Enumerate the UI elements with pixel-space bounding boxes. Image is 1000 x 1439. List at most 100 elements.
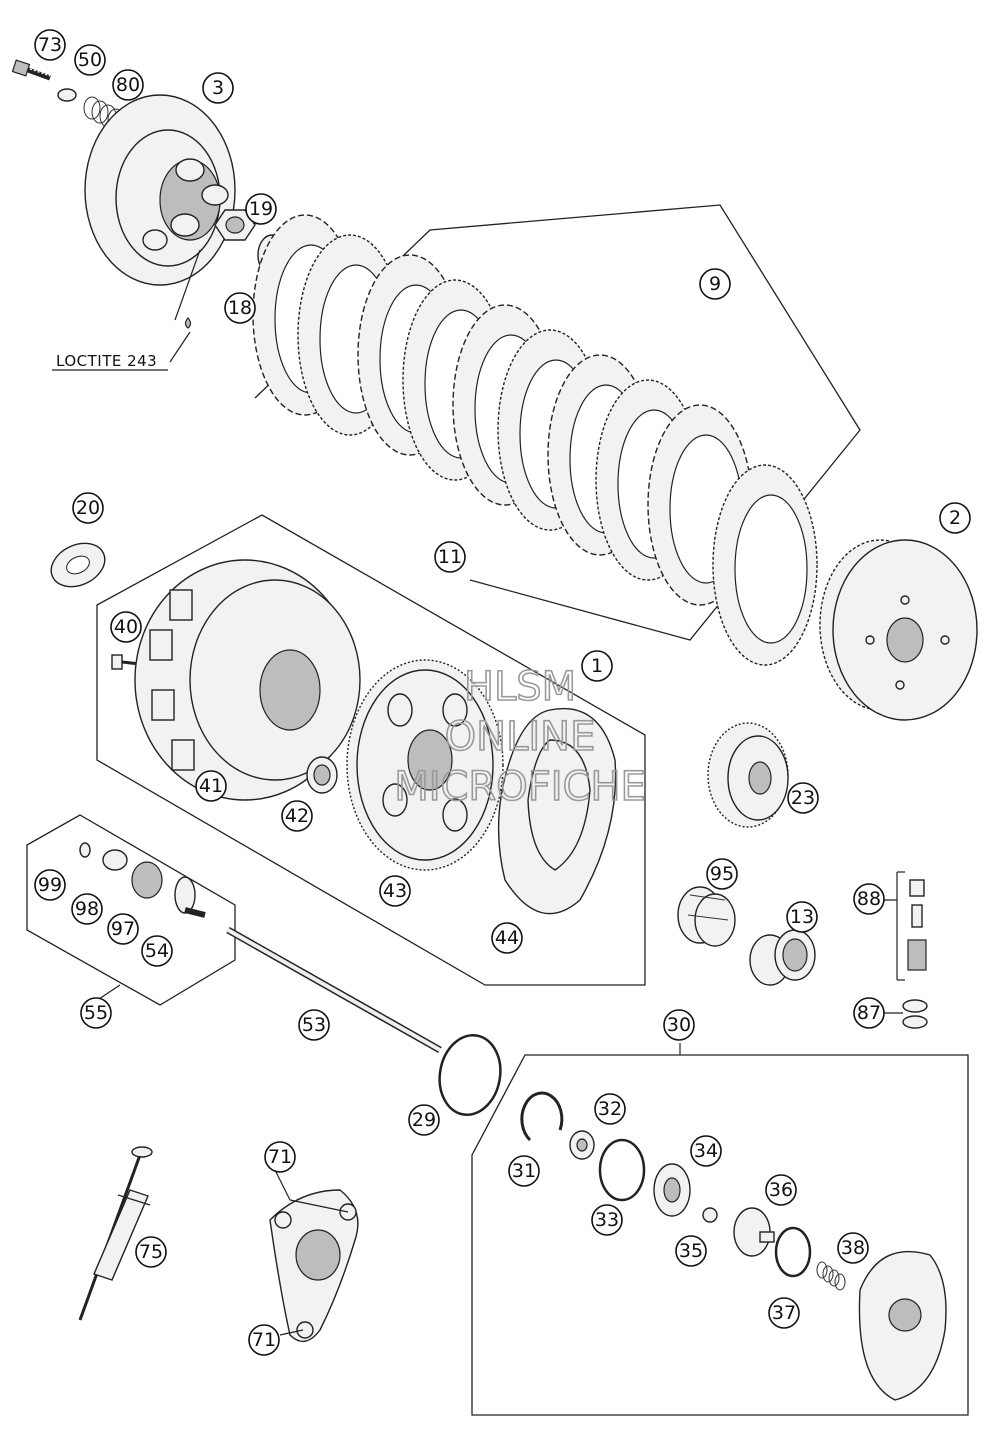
callout-37: 37 bbox=[768, 1297, 800, 1329]
callout-number: 18 bbox=[228, 297, 252, 319]
thrust-washer-part bbox=[50, 542, 106, 588]
callout-number: 44 bbox=[495, 927, 519, 949]
callout-number: 9 bbox=[709, 273, 721, 295]
callout-33: 33 bbox=[591, 1204, 623, 1236]
clutch-hub-part bbox=[819, 539, 978, 721]
callout-80: 80 bbox=[112, 69, 144, 101]
callout-53: 53 bbox=[298, 1009, 330, 1041]
callout-38: 38 bbox=[837, 1232, 869, 1264]
callout-number: 40 bbox=[114, 616, 138, 638]
bleed-valve-part bbox=[896, 871, 927, 981]
callout-number: 73 bbox=[38, 34, 62, 56]
callout-11: 11 bbox=[434, 541, 466, 573]
callout-number: 54 bbox=[145, 940, 169, 962]
loctite-drop-icon bbox=[184, 317, 192, 329]
callout-44: 44 bbox=[491, 922, 523, 954]
callout-number: 37 bbox=[772, 1302, 796, 1324]
callout-98: 98 bbox=[71, 893, 103, 925]
callout-29: 29 bbox=[408, 1104, 440, 1136]
slave-cylinder-frame bbox=[471, 1054, 969, 1416]
callout-number: 95 bbox=[710, 863, 734, 885]
callout-number: 1 bbox=[591, 655, 603, 677]
callout-number: 3 bbox=[212, 77, 224, 99]
callout-number: 33 bbox=[595, 1209, 619, 1231]
callout-number: 71 bbox=[268, 1146, 292, 1168]
sealing-rings-part bbox=[902, 999, 928, 1029]
callout-number: 19 bbox=[249, 198, 273, 220]
callout-97: 97 bbox=[107, 913, 139, 945]
callout-40: 40 bbox=[110, 611, 142, 643]
watermark-line-2: ONLINE bbox=[445, 714, 596, 760]
callout-43: 43 bbox=[379, 875, 411, 907]
syringe-part bbox=[78, 1146, 153, 1321]
push-rod-kit-frame bbox=[26, 814, 236, 1006]
callout-13: 13 bbox=[786, 901, 818, 933]
callout-20: 20 bbox=[72, 492, 104, 524]
o-ring-part bbox=[438, 1034, 502, 1116]
callout-42: 42 bbox=[281, 800, 313, 832]
callout-30: 30 bbox=[663, 1009, 695, 1041]
bolt-part bbox=[11, 59, 51, 81]
push-rod-kit-parts bbox=[79, 842, 206, 918]
callout-1: 1 bbox=[581, 650, 613, 682]
watermark: HLSM ONLINE MICROFICHE bbox=[393, 663, 646, 811]
callout-number: 99 bbox=[38, 874, 62, 896]
callout-number: 34 bbox=[694, 1140, 718, 1162]
primary-gear-part bbox=[346, 659, 504, 871]
callout-31: 31 bbox=[508, 1155, 540, 1187]
callout-number: 31 bbox=[512, 1160, 536, 1182]
clutch-cover-part bbox=[269, 1189, 359, 1343]
callout-35: 35 bbox=[675, 1235, 707, 1267]
callout-number: 75 bbox=[139, 1241, 163, 1263]
callout-number: 87 bbox=[857, 1002, 881, 1024]
washer-part bbox=[57, 88, 77, 102]
callout-95: 95 bbox=[706, 858, 738, 890]
callout-number: 53 bbox=[302, 1014, 326, 1036]
callout-87: 87 bbox=[853, 997, 885, 1029]
callout-number: 55 bbox=[84, 1002, 108, 1024]
callout-number: 20 bbox=[76, 497, 100, 519]
callout-number: 97 bbox=[111, 918, 135, 940]
callout-number: 32 bbox=[598, 1098, 622, 1120]
callout-50: 50 bbox=[74, 44, 106, 76]
callout-number: 2 bbox=[949, 507, 961, 529]
gasket-part bbox=[497, 707, 617, 915]
callout-number: 38 bbox=[841, 1237, 865, 1259]
watermark-line-3: MICROFICHE bbox=[394, 764, 646, 810]
callout-18: 18 bbox=[224, 292, 256, 324]
push-rod-part bbox=[226, 926, 442, 1054]
callout-number: 35 bbox=[679, 1240, 703, 1262]
outer-basket-frame bbox=[96, 514, 646, 986]
pressure-plate-part bbox=[84, 94, 236, 286]
callout-34: 34 bbox=[690, 1135, 722, 1167]
callout-9: 9 bbox=[699, 268, 731, 300]
clutch-disc bbox=[712, 464, 818, 666]
watermark-line-1: HLSM bbox=[464, 664, 576, 710]
callout-number: 41 bbox=[199, 775, 223, 797]
sleeve-part bbox=[749, 929, 816, 986]
callout-number: 23 bbox=[791, 787, 815, 809]
callout-36: 36 bbox=[765, 1174, 797, 1206]
callout-number: 88 bbox=[857, 888, 881, 910]
callout-55: 55 bbox=[80, 997, 112, 1029]
callout-number: 71 bbox=[252, 1329, 276, 1351]
clutch-disc-stack bbox=[252, 204, 861, 666]
callout-labels: 73 50 80 3 19 18 9 2 11 20 40 41 42 43 1 44 23 95 13 88 87 99… bbox=[34, 29, 971, 1356]
callout-71: 71 bbox=[248, 1324, 280, 1356]
callout-19: 19 bbox=[245, 193, 277, 225]
callout-number: 50 bbox=[78, 49, 102, 71]
bushing-part bbox=[306, 756, 338, 794]
callout-41: 41 bbox=[195, 770, 227, 802]
callout-54: 54 bbox=[141, 935, 173, 967]
needle-bearing-part bbox=[677, 886, 736, 947]
loctite-label: LOCTITE 243 bbox=[56, 352, 157, 370]
callout-number: 13 bbox=[790, 906, 814, 928]
callout-75: 75 bbox=[135, 1236, 167, 1268]
small-gear-part bbox=[707, 722, 789, 828]
callout-32: 32 bbox=[594, 1093, 626, 1125]
callout-number: 36 bbox=[769, 1179, 793, 1201]
callout-88: 88 bbox=[853, 883, 885, 915]
callout-2: 2 bbox=[939, 502, 971, 534]
callout-number: 30 bbox=[667, 1014, 691, 1036]
